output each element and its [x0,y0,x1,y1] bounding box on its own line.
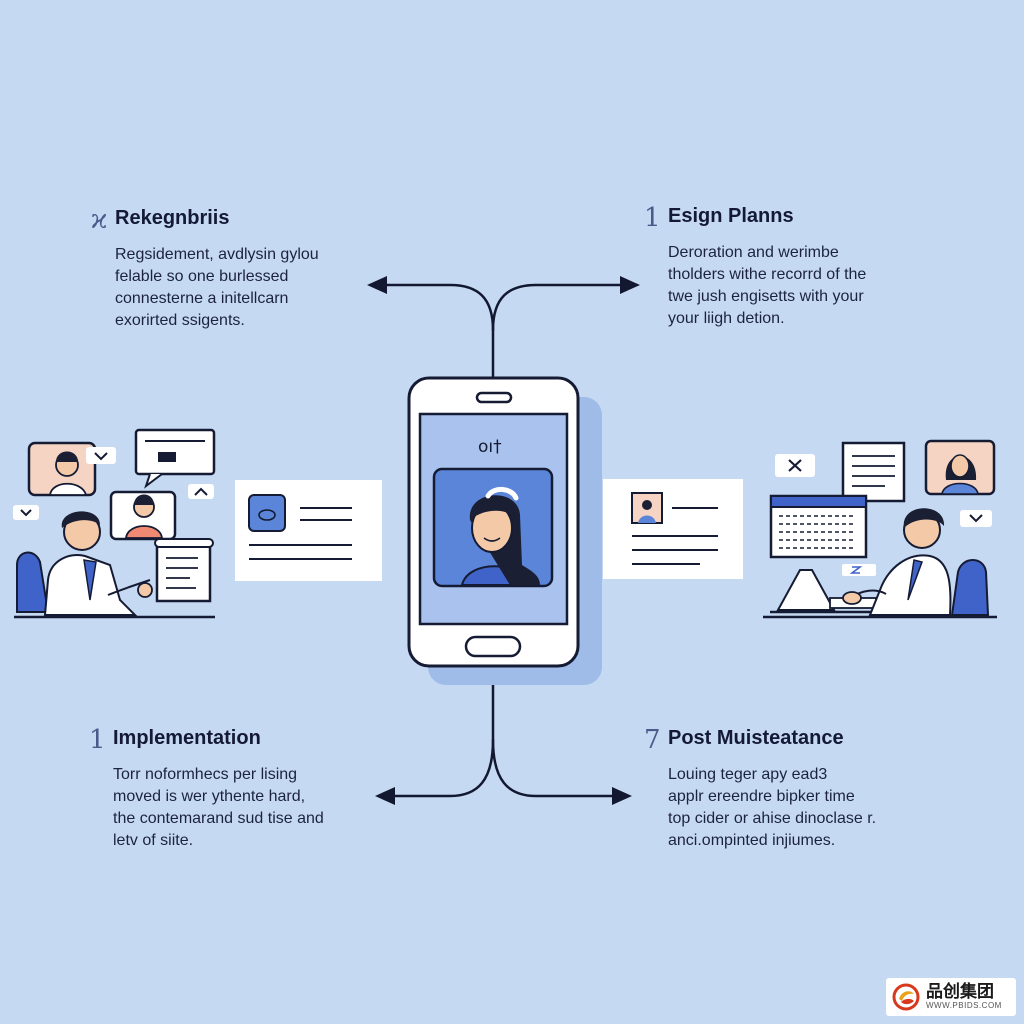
chevron-up-icon [188,484,214,499]
tag-icon [842,564,876,576]
step-number: 1 [644,203,661,233]
section-text-line: tholders withe recorrd of the [668,266,867,283]
chevron-down-icon [13,505,39,520]
arrow-right-icon [620,276,640,294]
laptop-icon [770,569,877,614]
step-number: ϰ [91,205,108,235]
avatar-icon [109,490,177,541]
step-number: 7 [644,725,661,755]
person-icon [16,511,153,616]
section-text-line: anci.ompinted injiumes. [668,832,836,849]
arrow-left-icon [375,787,395,805]
section-text-line: Regsidement, avdlysin gylou [115,246,319,263]
section-text-line: Torr noformhecs per lising [113,766,298,783]
section-design-plans: 1 Esign Planns Deroration and werimbe th… [644,203,958,330]
section-text-line: applr ereendre bipker time [668,788,855,805]
document-card-right [603,479,743,579]
section-text-line: connesterne a initellcarn [115,290,289,307]
section-text-line: twe jush engisetts with your [668,288,864,305]
step-number: 1 [89,725,106,755]
avatar-icon [27,441,97,497]
browser-window-icon [769,494,868,559]
section-implementation: 1 Implementation Torr noformhecs per lis… [89,725,403,852]
chat-bubble-icon [134,428,216,489]
brand-logo-icon [892,983,920,1011]
document-icon [154,538,214,603]
section-text-line: exorirted ssigents. [115,312,245,329]
right-scene [763,439,997,619]
phone-icon: oı† [407,376,602,685]
chevron-down-icon [86,447,116,464]
document-icon [841,441,906,503]
chevron-down-icon [960,510,992,527]
close-icon [775,454,815,477]
section-post-maintenance: 7 Post Muisteatance Louing teger apy ead… [644,725,958,852]
section-text-line: letv of siite. [113,832,194,849]
section-text-line: Louing teger apy ead3 [668,766,828,783]
section-title: Esign Planns [668,205,794,227]
section-title: Post Muisteatance [668,727,844,749]
phone-screen-label: oı† [478,437,502,457]
arrow-left-icon [367,276,387,294]
left-scene [13,428,216,619]
section-title: Rekegnbriis [115,207,230,229]
watermark-logo: 品创集团 WWW.PBIDS.COM [886,978,1016,1016]
section-title: Implementation [113,727,261,749]
watermark-site: WWW.PBIDS.COM [926,1001,1002,1010]
section-text-line: top cider or ahise dinoclase r. [668,810,877,827]
section-text-line: moved is wer ythente hard, [113,788,306,805]
section-text-line: Deroration and werimbe [668,244,839,261]
section-text-line: felable so one burlessed [115,268,289,285]
arrow-right-icon [612,787,632,805]
connector-bottom-right [491,738,617,798]
section-requirements: ϰ Rekegnbriis Regsidement, avdlysin gylo… [91,205,405,332]
person-icon [842,508,990,616]
avatar-icon [924,439,996,496]
section-text-line: the contemarand sud tise and [113,810,324,827]
document-card-left [235,480,382,581]
section-text-line: your liigh detion. [668,310,785,327]
connector-top-right [491,283,624,332]
avatar-icon [432,467,554,588]
watermark-brand: 品创集团 [926,982,994,1001]
